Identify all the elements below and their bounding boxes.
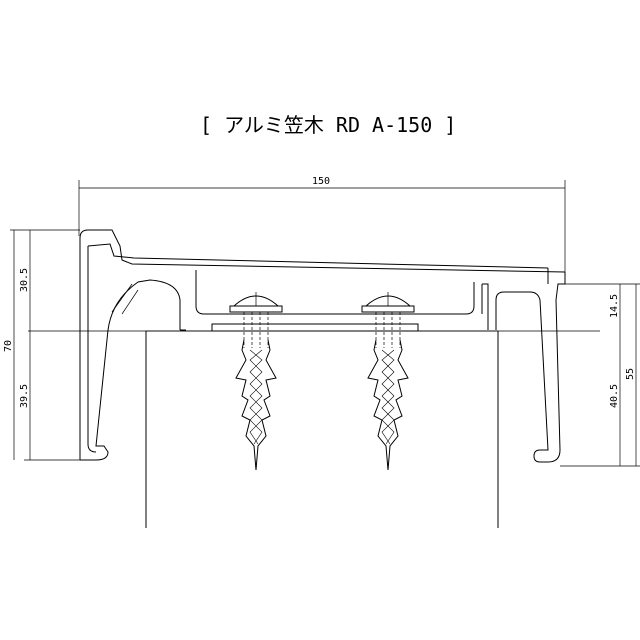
coping-profile	[79, 229, 566, 463]
dim-left-upper: 30.5	[19, 268, 30, 292]
dim-overall-height: 70	[3, 340, 14, 352]
right-dimensions: 14.5 40.5 55	[560, 283, 640, 467]
dim-right-total: 55	[625, 368, 636, 380]
dim-right-upper: 14.5	[609, 294, 620, 318]
left-dimensions: 70 30.5 39.5	[3, 229, 80, 461]
drawing-title: [ アルミ笠木 RD A-150 ]	[200, 113, 456, 137]
base-plate	[211, 323, 419, 332]
dim-overall-width: 150	[312, 176, 330, 187]
anchor-screw-left	[229, 292, 283, 471]
dim-right-lower: 40.5	[609, 384, 620, 408]
parapet-wall	[145, 330, 499, 528]
top-dimension: 150	[78, 176, 566, 278]
anchor-screw-right	[361, 292, 415, 471]
dim-left-lower: 39.5	[19, 384, 30, 408]
